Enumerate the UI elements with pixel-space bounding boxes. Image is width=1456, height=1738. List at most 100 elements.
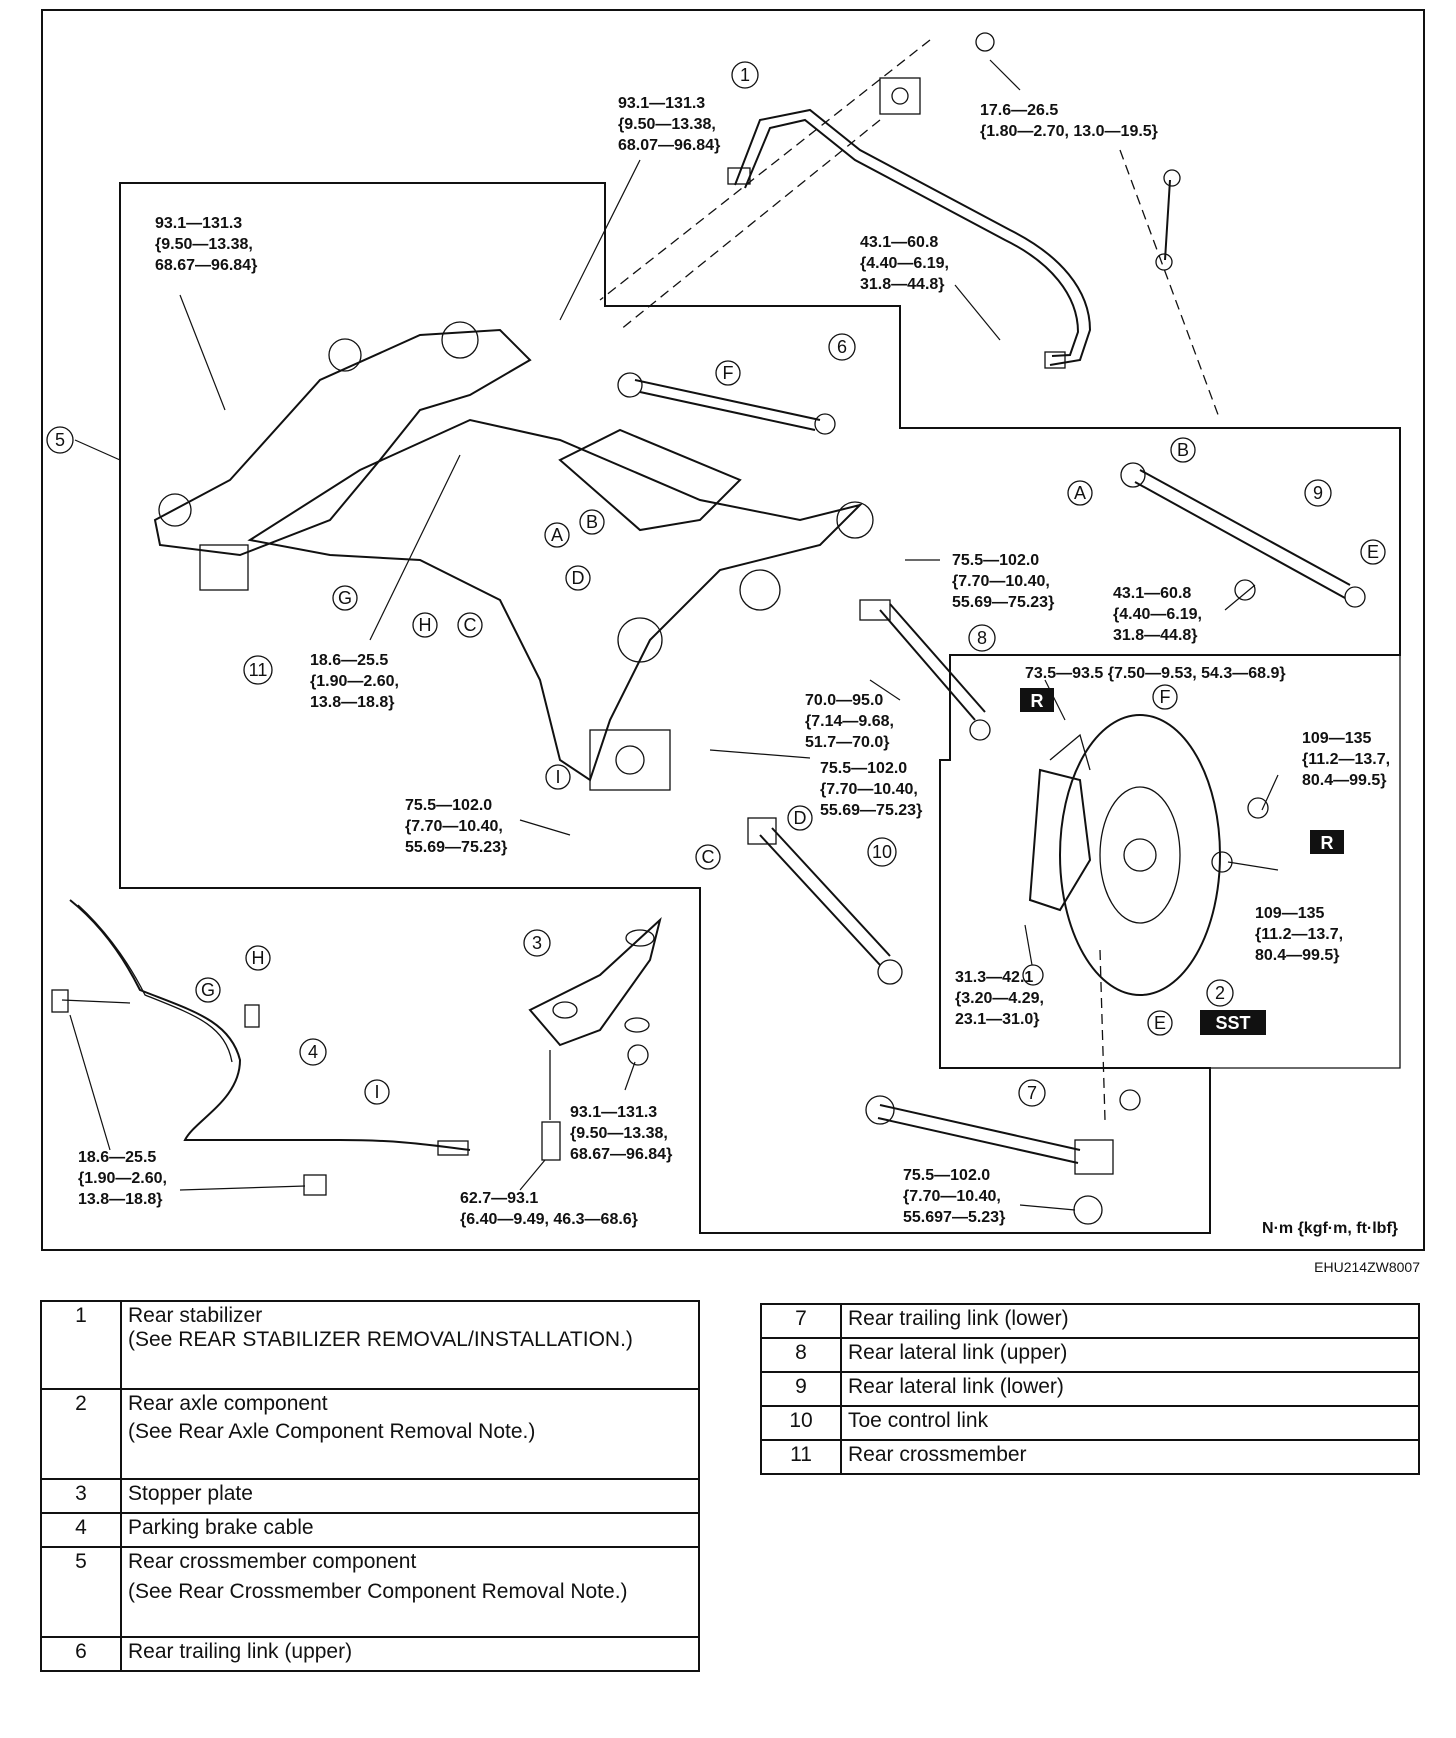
svg-text:6: 6 xyxy=(837,337,847,357)
table-row: 2 Rear axle component (See Rear Axle Com… xyxy=(40,1388,700,1480)
part-number: 8 xyxy=(760,1337,842,1373)
ref-a-crossmember: A xyxy=(544,522,570,548)
torque-stopper-nut: 93.1—131.3 {9.50—13.38, 68.67—96.84} xyxy=(570,1104,672,1163)
torque-hub-nut-upper: 109—135 {11.2—13.7, 80.4—99.5} xyxy=(1302,730,1395,789)
torque-upper-link-bolt: 75.5—102.0 {7.70—10.40, 55.69—75.23} xyxy=(952,552,1054,611)
part-number: 5 xyxy=(40,1546,122,1638)
svg-text:B: B xyxy=(1177,440,1189,460)
ref-g-cable: G xyxy=(195,977,221,1003)
exploded-view-diagram: 93.1—131.3 {9.50—13.38, 68.07—96.84} 17.… xyxy=(41,9,1425,1275)
torque-stopper-bolt: 62.7—93.1 {6.40—9.49, 46.3—68.6} xyxy=(460,1190,638,1228)
part-note: (See Rear Crossmember Component Removal … xyxy=(128,1580,628,1603)
part-name: Stopper plate xyxy=(128,1482,253,1505)
ref-i-cable: I xyxy=(364,1079,390,1105)
rear-axle-component-drawing xyxy=(1022,714,1269,1121)
badge-r-upper: R xyxy=(1020,688,1054,712)
svg-text:H: H xyxy=(252,948,265,968)
torque-stabilizer-bushing: 43.1—60.8 {4.40—6.19, 31.8—44.8} xyxy=(860,234,953,293)
table-row: 11 Rear crossmember xyxy=(760,1439,1420,1475)
ref-b-crossmember: B xyxy=(579,509,605,535)
part-name: Rear trailing link (lower) xyxy=(840,1303,1420,1339)
part-number: 2 xyxy=(40,1388,122,1480)
callout-8: 8 xyxy=(968,624,996,652)
ref-d-crossmember: D xyxy=(565,565,591,591)
ref-e-lateral-link: E xyxy=(1360,539,1386,565)
part-number: 11 xyxy=(760,1439,842,1475)
rear-crossmember-drawing xyxy=(153,321,874,791)
part-name: Rear crossmember component xyxy=(128,1550,417,1573)
parts-table-right: 7 Rear trailing link (lower) 8 Rear late… xyxy=(760,1303,1420,1475)
svg-text:9: 9 xyxy=(1313,483,1323,503)
ref-d-toe-link: D xyxy=(787,805,813,831)
trailing-link-upper-drawing xyxy=(617,372,836,435)
lateral-link-upper-drawing xyxy=(859,599,991,741)
torque-hub-nut-lower: 109—135 {11.2—13.7, 80.4—99.5} xyxy=(1255,905,1348,964)
ref-f-upper-link: F xyxy=(715,360,741,386)
part-name: Parking brake cable xyxy=(128,1516,314,1539)
stabilizer-link-drawing xyxy=(975,32,1221,421)
svg-text:F: F xyxy=(1160,687,1171,707)
table-row: 8 Rear lateral link (upper) xyxy=(760,1337,1420,1373)
callout-5: 5 xyxy=(46,426,74,454)
ref-h-cable: H xyxy=(245,945,271,971)
ref-b-lateral-link: B xyxy=(1170,437,1196,463)
svg-text:D: D xyxy=(572,568,585,588)
part-number: 3 xyxy=(40,1478,122,1514)
part-number: 10 xyxy=(760,1405,842,1441)
hub-group-outline xyxy=(950,654,1401,1069)
crossmember-group-outline xyxy=(119,182,1401,1234)
torque-caliper: 31.3—42.1 {3.20—4.29, 23.1—31.0} xyxy=(955,969,1048,1028)
table-row: 5 Rear crossmember component (See Rear C… xyxy=(40,1546,700,1638)
part-number: 9 xyxy=(760,1371,842,1407)
ref-c-crossmember: C xyxy=(457,612,483,638)
svg-text:3: 3 xyxy=(532,933,542,953)
torque-trailing-front: 75.5—102.0 {7.70—10.40, 55.69—75.23} xyxy=(405,797,507,856)
part-name: Rear trailing link (upper) xyxy=(128,1640,353,1663)
table-row: 3 Stopper plate xyxy=(40,1478,700,1514)
svg-text:D: D xyxy=(794,808,807,828)
part-number: 4 xyxy=(40,1512,122,1548)
ref-i-crossmember: I xyxy=(545,764,571,790)
svg-text:G: G xyxy=(338,588,352,608)
table-row: 9 Rear lateral link (lower) xyxy=(760,1371,1420,1407)
stopper-plate-drawing xyxy=(528,917,662,1161)
torque-toe-link-inner: 75.5—102.0 {7.70—10.40, 55.69—75.23} xyxy=(820,760,922,819)
part-note: (See Rear Axle Component Removal Note.) xyxy=(128,1420,536,1443)
toe-control-link-drawing xyxy=(747,817,903,985)
svg-text:8: 8 xyxy=(977,628,987,648)
ref-h-crossmember: H xyxy=(412,612,438,638)
part-name: Toe control link xyxy=(840,1405,1420,1441)
torque-cable-bracket: 18.6—25.5 {1.90—2.60, 13.8—18.8} xyxy=(310,652,403,711)
callout-9: 9 xyxy=(1304,479,1332,507)
svg-text:5: 5 xyxy=(55,430,65,450)
svg-text:E: E xyxy=(1367,542,1379,562)
svg-text:A: A xyxy=(1074,483,1086,503)
part-cell: Rear stabilizer (See REAR STABILIZER REM… xyxy=(120,1300,700,1390)
part-number: 1 xyxy=(40,1300,122,1390)
svg-text:B: B xyxy=(586,512,598,532)
part-name: Rear axle component xyxy=(128,1392,328,1415)
parking-brake-cable-drawing xyxy=(51,899,471,1196)
part-cell: Rear axle component (See Rear Axle Compo… xyxy=(120,1388,700,1480)
callout-4: 4 xyxy=(299,1038,327,1066)
badge-r-lower: R xyxy=(1310,830,1344,854)
ref-c-toe-link: C xyxy=(695,844,721,870)
callout-1: 1 xyxy=(731,61,759,89)
part-name: Rear lateral link (upper) xyxy=(840,1337,1420,1373)
svg-text:C: C xyxy=(464,615,477,635)
rear-stabilizer-drawing xyxy=(599,39,1092,369)
torque-frame-left: 93.1—131.3 {9.50—13.38, 68.67—96.84} xyxy=(155,215,257,274)
svg-text:F: F xyxy=(723,363,734,383)
svg-text:H: H xyxy=(419,615,432,635)
svg-text:10: 10 xyxy=(872,842,892,862)
torque-lower-lateral-link: 43.1—60.8 {4.40—6.19, 31.8—44.8} xyxy=(1113,585,1206,644)
table-row: 10 Toe control link xyxy=(760,1405,1420,1441)
callout-2: 2 xyxy=(1206,979,1234,1007)
part-number: 6 xyxy=(40,1636,122,1672)
svg-text:A: A xyxy=(551,525,563,545)
part-name: Rear crossmember xyxy=(840,1439,1420,1475)
ref-g-crossmember: G xyxy=(332,585,358,611)
part-cell: Parking brake cable xyxy=(120,1512,700,1548)
part-cell: Stopper plate xyxy=(120,1478,700,1514)
ref-e-hub: E xyxy=(1147,1010,1173,1036)
